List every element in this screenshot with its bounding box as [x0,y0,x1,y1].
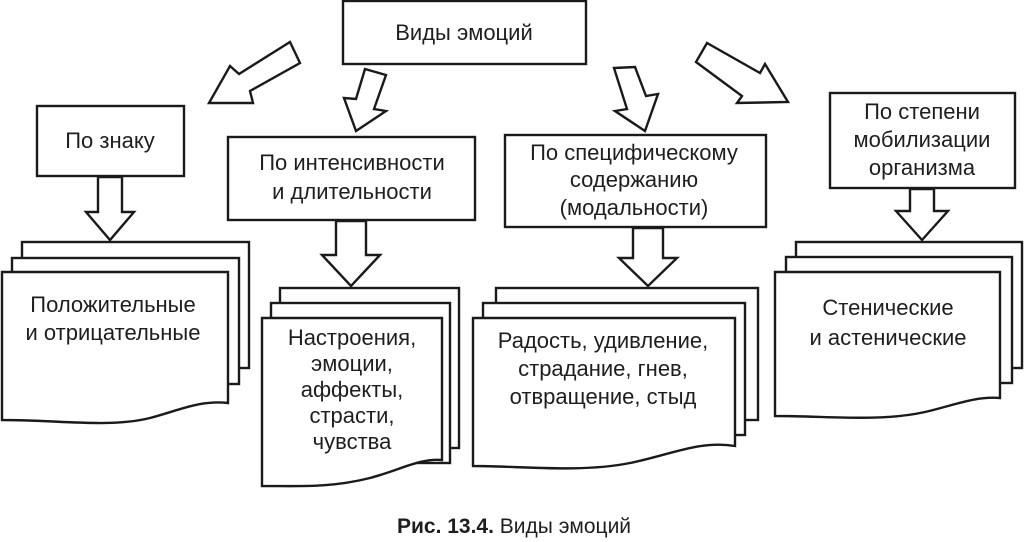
category-label: По знаку [65,128,155,153]
caption-text: Виды эмоций [494,515,631,538]
types-line: Стенические [822,295,953,320]
types-line: отвращение, стыд [510,384,697,409]
arrow-to-intensity [342,67,390,133]
category-box [503,133,768,229]
types-line: страсти, [309,403,394,428]
types-stack: Радость, удивление, страдание, гнев, отв… [471,286,760,470]
root-title: Виды эмоций [395,20,533,45]
arrow-down-icon [616,226,680,288]
category-intensity: По интенсивности и длительности Настроен… [226,135,477,488]
types-line: чувства [313,429,392,454]
root-box [341,0,588,66]
figure-caption: Рис. 13.4. Виды эмоций [397,515,631,538]
arrow-down-icon [83,175,137,242]
types-line: Радость, удивление, [498,328,708,353]
category-label: организма [869,155,976,180]
category-mobilization: По степени мобилизации организма Стениче… [773,91,1024,419]
types-line: эмоции, [311,351,393,376]
category-label: содержанию [570,167,698,192]
types-stack: Стенические и астенические [773,240,1024,419]
types-line: Положительные [30,292,195,317]
category-label: По интенсивности [259,150,445,175]
types-line: страдание, гнев, [518,356,688,381]
arrow-to-mobilization [694,41,791,105]
arrow-down-right-icon [694,41,791,105]
arrow-down-icon [319,219,383,288]
arrow-down-left-icon [206,40,302,105]
arrow-down-icon [342,67,390,133]
types-line: и астенические [810,325,967,350]
root-node: Виды эмоций [341,0,588,66]
types-line: аффекты, [301,377,404,402]
category-box [35,104,186,178]
category-label: мобилизации [854,127,991,152]
category-box [828,91,1017,190]
category-label: и длительности [272,179,432,204]
category-label: По специфическому [530,140,738,165]
category-label: (модальности) [560,195,709,220]
category-content: По специфическому содержанию (модальност… [471,133,768,470]
category-label: По степени [864,99,980,124]
types-stack: Настроения, эмоции, аффекты, страсти, чу… [260,286,461,488]
arrow-down-icon [893,187,951,242]
arrow-to-sign [206,40,302,105]
arrow-to-content [611,65,660,133]
caption-label: Рис. 13.4. [397,515,494,538]
types-stack: Положительные и отрицательные [0,240,251,425]
category-sign: По знаку Положительные и отрицательные [0,104,251,425]
types-line: и отрицательные [26,320,201,345]
arrow-down-icon [611,65,660,133]
types-line: Настроения, [288,325,416,350]
